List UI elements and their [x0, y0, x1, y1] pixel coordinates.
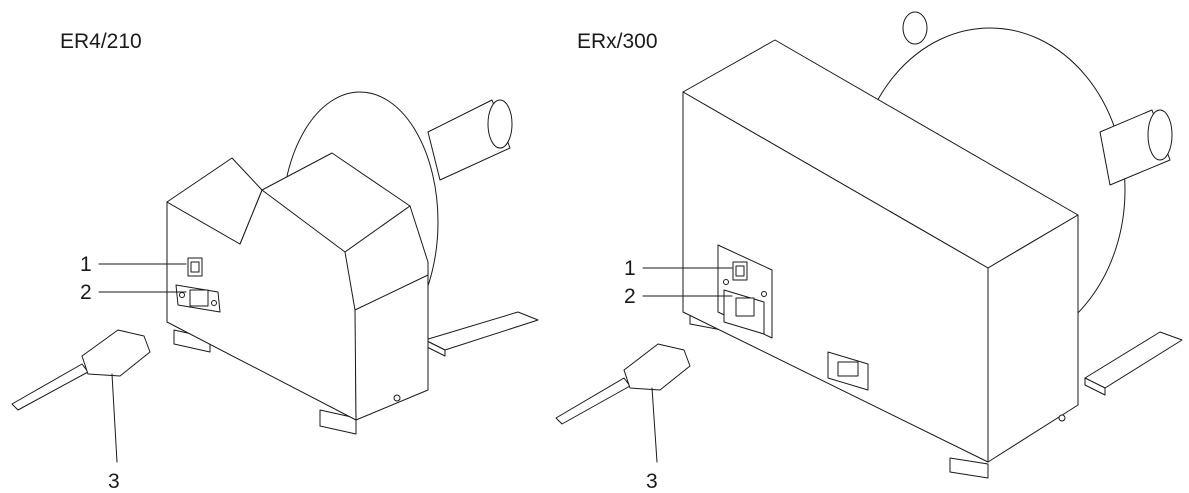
er4-callout-label-3: 3 [108, 470, 120, 493]
erx-base-rail [1084, 331, 1183, 389]
erx-housing-screw [1058, 414, 1066, 422]
er4-callout-line-3 [111, 373, 118, 463]
er4-socket-screw-left [179, 292, 185, 298]
er4-housing-edge [354, 274, 429, 311]
erx-300-unit: 1 2 3 [555, 11, 1183, 493]
erx-callout-label-2: 2 [624, 285, 636, 308]
er4-power-socket-inlet [189, 289, 209, 307]
erx-power-plug [623, 343, 691, 391]
er4-base-rail [424, 311, 539, 351]
er4-210-unit: 1 2 3 [11, 91, 539, 493]
figure-title-erx-300: ERx/300 [577, 30, 658, 53]
erx-socket-screw-right [761, 291, 767, 297]
er4-callout-label-1: 1 [80, 253, 92, 276]
er4-power-cable [11, 363, 89, 411]
erx-callout-label-3: 3 [646, 470, 658, 493]
erx-spindle-rear [902, 11, 928, 45]
erx-power-socket-inlet [735, 297, 755, 317]
er4-power-switch-rocker [190, 261, 200, 273]
erx-foot-right [949, 457, 989, 479]
erx-secondary-connector-inlet [837, 361, 859, 377]
erx-power-switch-rocker [735, 265, 745, 277]
er4-callout-label-2: 2 [80, 281, 92, 304]
er4-power-plug [81, 329, 151, 377]
figure-title-er4-210: ER4/210 [60, 30, 142, 53]
erx-power-cable [555, 377, 631, 425]
erx-spindle-end [1147, 109, 1173, 161]
erx-base-rail-side [1084, 377, 1106, 396]
er4-housing-screw [393, 394, 401, 402]
er4-socket-screw-right [211, 300, 217, 306]
erx-callout-line-3 [651, 387, 658, 463]
erx-socket-screw-left [723, 279, 729, 285]
er4-spindle-end [487, 99, 513, 149]
er4-foot-right [319, 409, 357, 435]
erx-callout-label-1: 1 [624, 257, 636, 280]
erx-housing-side [987, 214, 1079, 463]
